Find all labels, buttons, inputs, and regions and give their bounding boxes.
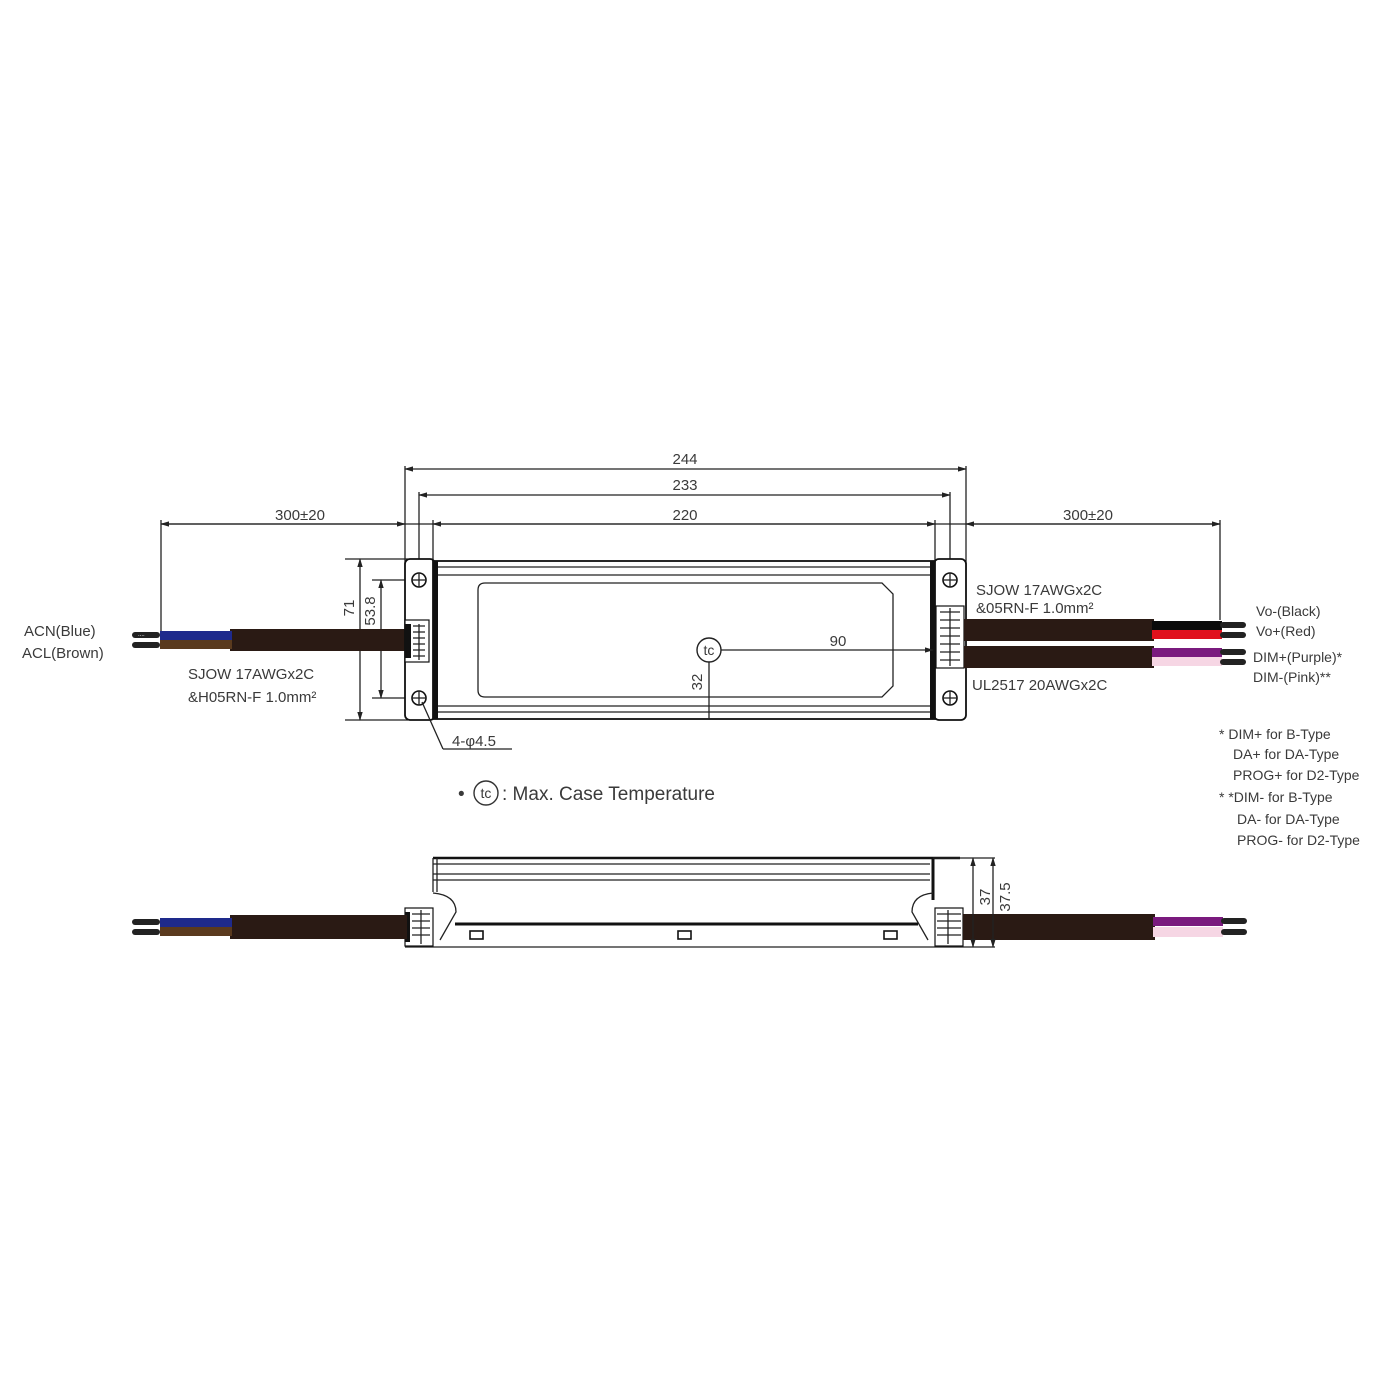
mount-hole-callout: 4-φ4.5 — [421, 701, 512, 750]
dim-overall-length: 244 — [404, 451, 967, 472]
dim-label-71: 71 — [341, 600, 358, 617]
wire-brown — [160, 640, 232, 649]
label-vo-minus-black: Vo-(Black) — [1256, 603, 1321, 619]
input-cable-spec-1: SJOW 17AWGx2C — [188, 666, 314, 683]
output-cable-power — [964, 619, 1246, 641]
side-slot-3 — [883, 930, 898, 940]
output-cable-spec-1: SJOW 17AWGx2C — [976, 582, 1102, 599]
label-area — [477, 582, 894, 698]
dim-label-37-5: 37.5 — [997, 882, 1014, 911]
svg-text:....: .... — [138, 632, 145, 638]
tc-legend-text: : Max. Case Temperature — [502, 784, 715, 805]
svg-text:tc: tc — [481, 785, 492, 801]
label-dim-minus-pink: DIM-(Pink)** — [1253, 669, 1331, 685]
label-vo-plus-red: Vo+(Red) — [1256, 623, 1316, 639]
left-mount-flange — [404, 558, 436, 721]
dim-label-244: 244 — [672, 451, 697, 468]
note-dim-minus-b-type: * *DIM- for B-Type — [1219, 789, 1333, 805]
dim-cable-spec: UL2517 20AWGx2C — [972, 677, 1108, 694]
dim-height: 37 37.5 — [933, 857, 1014, 948]
tc-legend: • tc : Max. Case Temperature — [458, 780, 715, 806]
label-mount-holes: 4-φ4.5 — [452, 733, 496, 750]
dim-label-input-cable: 300±20 — [275, 507, 325, 524]
svg-text:tc: tc — [704, 642, 715, 658]
dim-label-220: 220 — [672, 507, 697, 524]
top-view: 244 233 220 300±20 300±20 71 — [22, 451, 1343, 750]
note-da-plus: DA+ for DA-Type — [1233, 746, 1339, 762]
output-cable-dim — [964, 646, 1246, 668]
dim-label-233: 233 — [672, 477, 697, 494]
dim-input-cable-length: 300±20 — [160, 507, 406, 527]
dim-label-37: 37 — [977, 889, 994, 906]
right-mount-flange — [933, 558, 967, 721]
driver-body-top — [432, 560, 936, 720]
side-view: 37 37.5 — [132, 856, 1247, 948]
wire-purple — [1152, 648, 1222, 657]
tc-measurement-point: tc 90 32 — [689, 633, 934, 719]
tc-legend-icon — [473, 780, 499, 806]
dim-label-53-8: 53.8 — [362, 596, 379, 625]
dim-hole-spacing: 233 — [418, 477, 951, 498]
wire-pink — [1152, 657, 1222, 666]
wire-tip-blue — [132, 632, 160, 638]
wire-tip-brown — [132, 642, 160, 648]
output-power-jacket — [964, 619, 1154, 641]
side-slot-1 — [469, 930, 484, 940]
input-cable: .... — [132, 629, 408, 651]
output-dim-jacket — [964, 646, 1154, 668]
note-da-minus: DA- for DA-Type — [1237, 811, 1340, 827]
type-notes: * DIM+ for B-Type DA+ for DA-Type PROG+ … — [1219, 726, 1360, 848]
wire-blue — [160, 631, 232, 640]
wire-red — [1152, 630, 1222, 639]
note-prog-plus: PROG+ for D2-Type — [1233, 767, 1360, 783]
tc-icon — [696, 637, 722, 663]
side-slot-2 — [677, 930, 692, 940]
note-prog-minus: PROG- for D2-Type — [1237, 832, 1360, 848]
dim-label-32: 32 — [689, 674, 706, 691]
note-dim-plus-b-type: * DIM+ for B-Type — [1219, 726, 1331, 742]
side-input-cable — [230, 915, 407, 939]
dim-label-90: 90 — [830, 633, 847, 650]
label-acn-blue: ACN(Blue) — [24, 623, 96, 640]
wire-black — [1152, 621, 1222, 630]
input-cable-jacket — [230, 629, 408, 651]
label-dim-plus-purple: DIM+(Purple)* — [1253, 649, 1343, 665]
label-acl-brown: ACL(Brown) — [22, 645, 104, 662]
dim-output-cable-length: 300±20 — [965, 507, 1221, 527]
input-cable-spec-2: &H05RN-F 1.0mm² — [188, 689, 316, 706]
svg-text:•: • — [458, 784, 465, 805]
side-output-cable — [963, 914, 1155, 940]
dim-label-output-cable: 300±20 — [1063, 507, 1113, 524]
output-cable-spec-2: &05RN-F 1.0mm² — [976, 600, 1094, 617]
